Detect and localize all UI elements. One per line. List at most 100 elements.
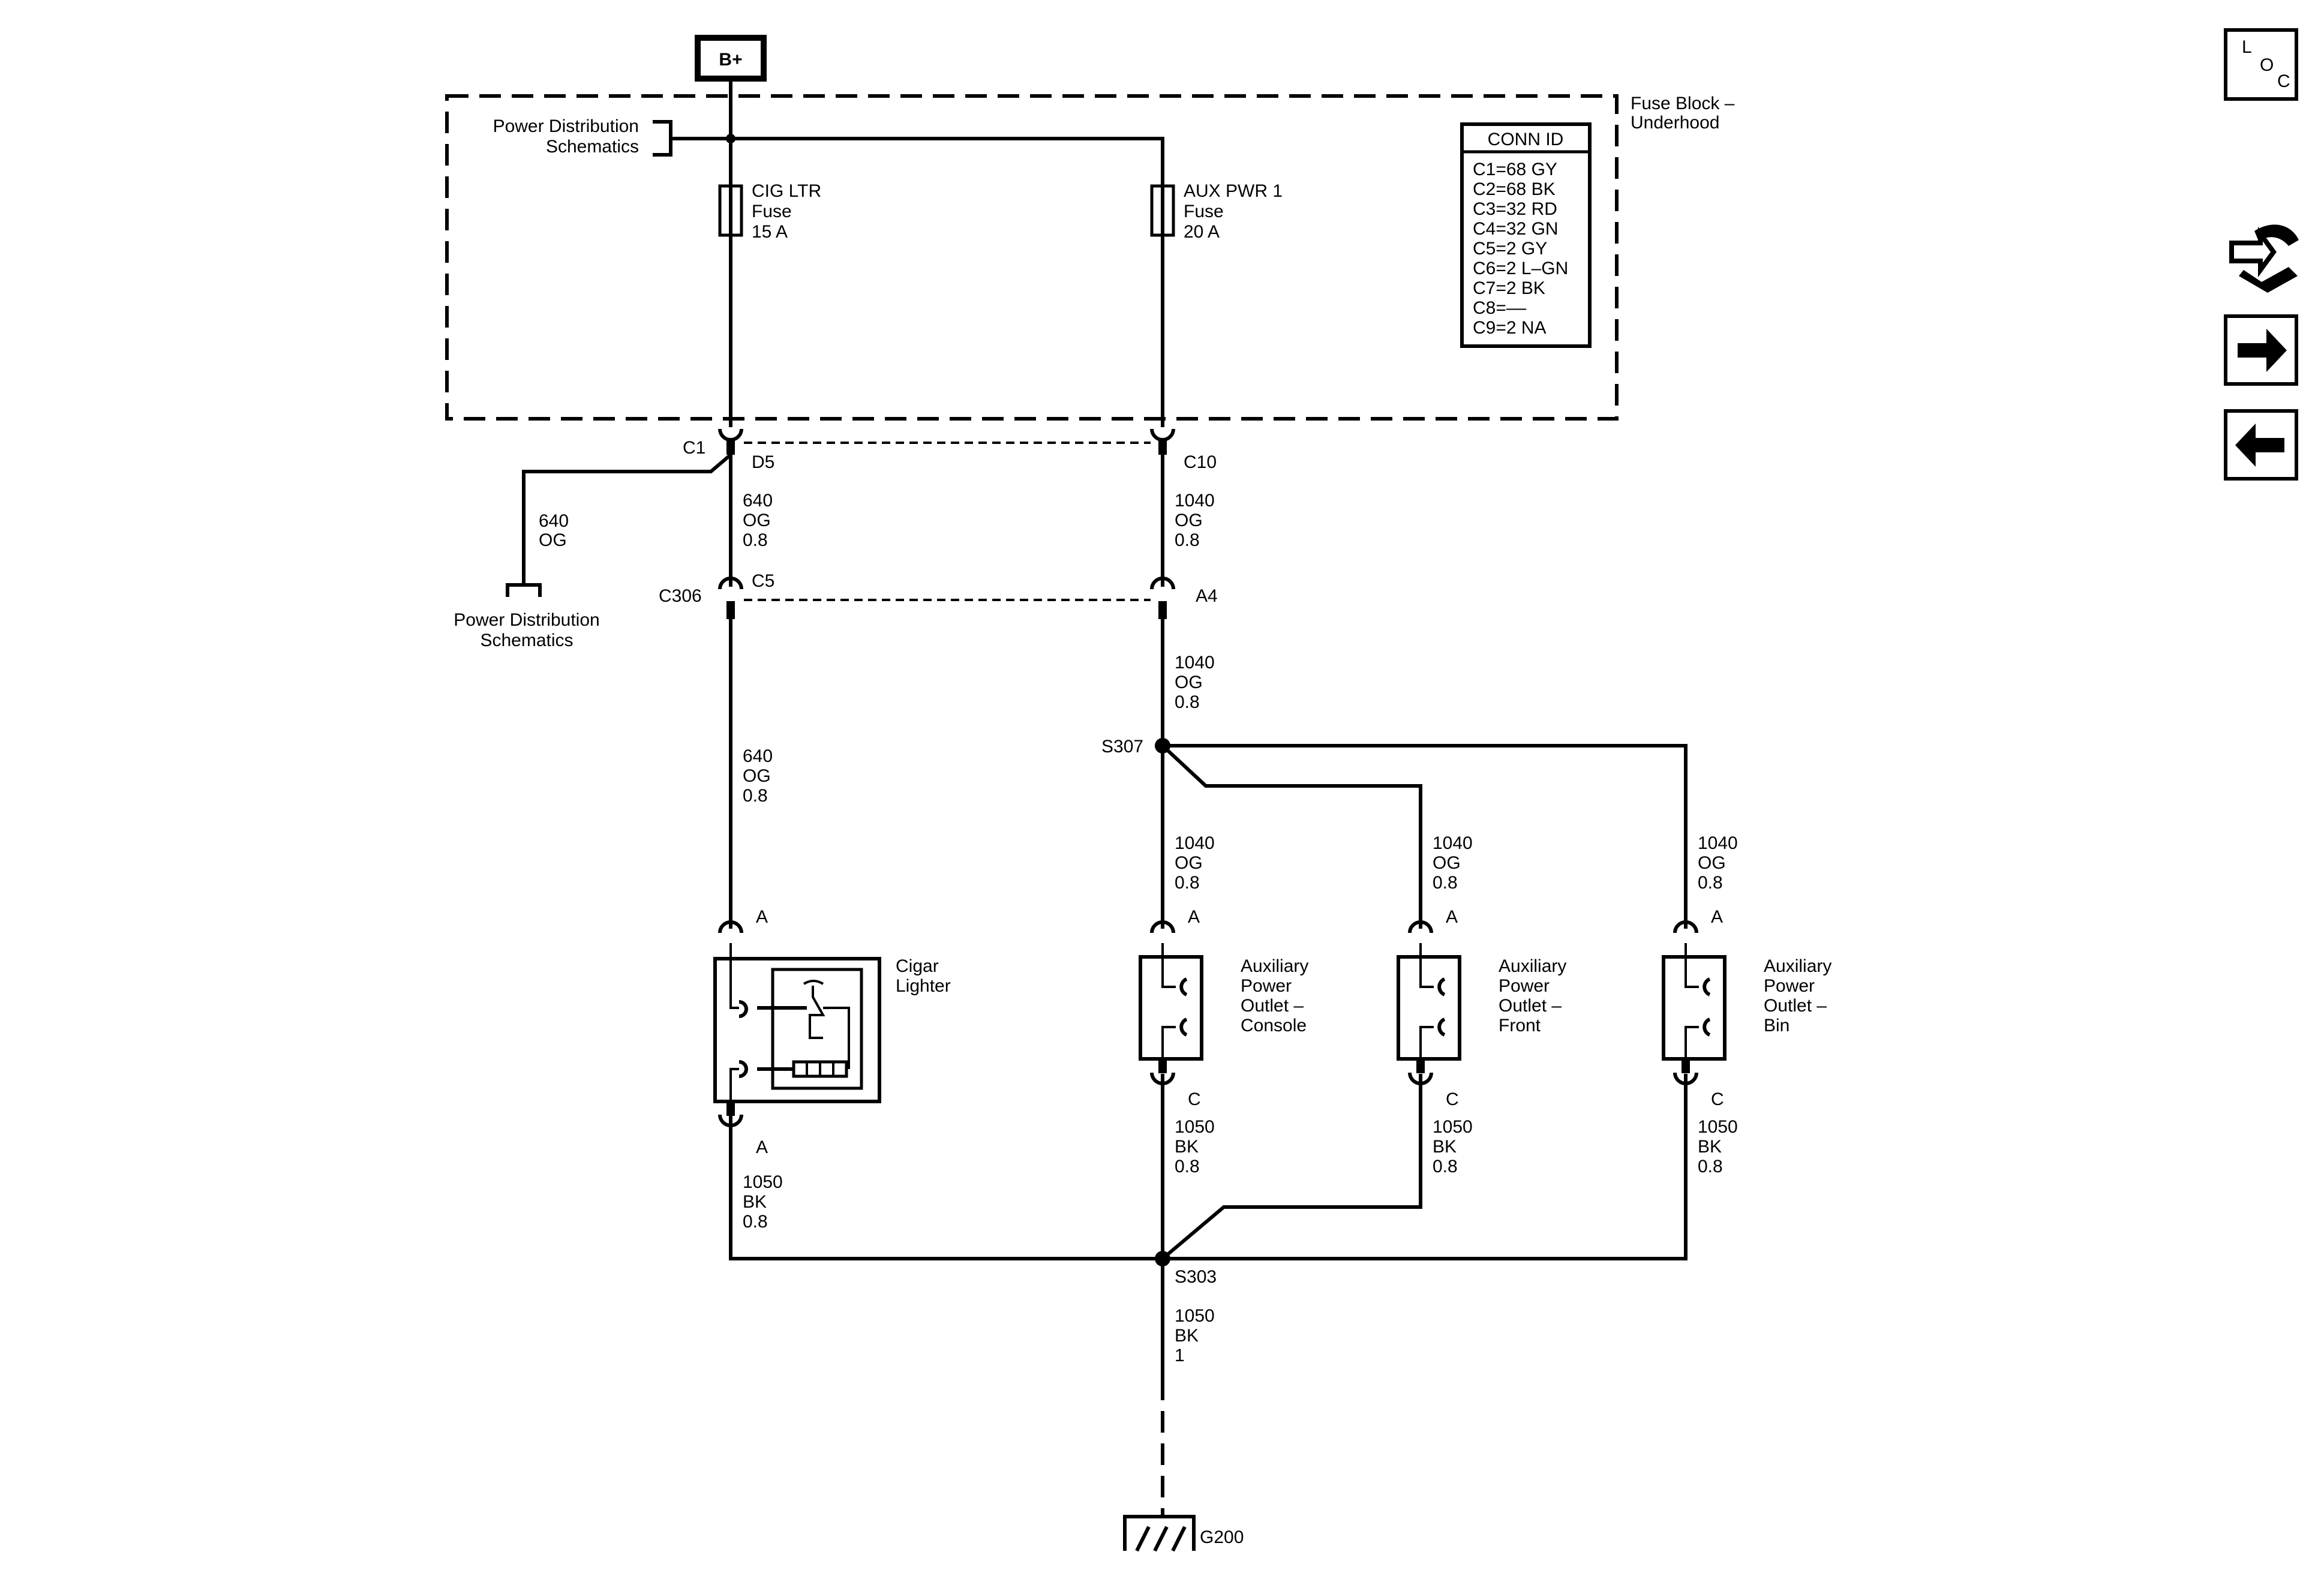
arrow-right-icon	[2238, 329, 2287, 372]
pin-label: A	[1446, 907, 1458, 927]
conn-id-row: C5=2 GY	[1473, 239, 1547, 259]
fuse-block-label-2: Underhood	[1631, 113, 1719, 133]
wire-front-ground	[1161, 1074, 1422, 1260]
wire-label: 1040	[1175, 491, 1215, 511]
ground-g200-icon	[1123, 1515, 1196, 1552]
battery-terminal: B+	[695, 35, 767, 82]
wire-label: 1050	[1175, 1117, 1215, 1137]
aux-outlet-bin: Auxiliary Power Outlet – Bin A C	[1662, 907, 1831, 1109]
arrow-left-icon	[2235, 424, 2284, 467]
device-label: Outlet –	[1499, 996, 1562, 1016]
pin-label: C	[1446, 1089, 1459, 1109]
wire-label: 0.8	[1698, 1157, 1723, 1176]
harness-connector-icon[interactable]	[2229, 224, 2299, 293]
device-label: Power	[1241, 976, 1292, 996]
aux-fuse-name: AUX PWR 1	[1184, 181, 1283, 201]
connector-c1-label: C1	[683, 438, 705, 458]
wire-label: OG	[1433, 853, 1461, 873]
fuse-block-boundary	[445, 94, 1619, 421]
conn-id-row: C1=68 GY	[1473, 160, 1557, 179]
conn-id-row: C3=32 RD	[1473, 199, 1557, 219]
pin-label: A	[1711, 907, 1723, 927]
aux-pwr-fuse: AUX PWR 1 Fuse 20 A	[1150, 181, 1283, 242]
connector-a4-label: A4	[1196, 586, 1218, 606]
conn-id-row: C8=––	[1473, 298, 1527, 318]
conn-id-row: C4=32 GN	[1473, 219, 1559, 239]
conn-id-table: CONN ID C1=68 GY C2=68 BK C3=32 RD C4=32…	[1460, 122, 1592, 348]
device-label: Auxiliary	[1241, 956, 1308, 976]
wire-label: OG	[1698, 853, 1726, 873]
device-label: Auxiliary	[1764, 956, 1831, 976]
wire-label: 0.8	[743, 1212, 768, 1232]
aux-feed-wire	[731, 137, 1164, 191]
power-dist-terminal-left	[506, 583, 542, 597]
device-label: Lighter	[896, 976, 951, 996]
wire-label: 1050	[743, 1172, 783, 1192]
aux-outlet-console: Auxiliary Power Outlet – Console A C	[1139, 907, 1308, 1109]
conn-id-row: C9=2 NA	[1473, 318, 1547, 338]
wire-label: BK	[743, 1192, 767, 1212]
cigar-lighter: Cigar Lighter A A	[713, 907, 951, 1157]
wire-label: 0.8	[743, 530, 768, 550]
device-label: Outlet –	[1764, 996, 1827, 1016]
aux-fuse-rating: 20 A	[1184, 222, 1220, 242]
cig-fuse-rating: 15 A	[752, 222, 788, 242]
conn-id-row: C7=2 BK	[1473, 278, 1545, 298]
device-label: Bin	[1764, 1016, 1789, 1035]
wire-label: OG	[1175, 673, 1203, 692]
wire-label: 1050	[1698, 1117, 1738, 1137]
device-label: Power	[1764, 976, 1815, 996]
aux-outlet-front: Auxiliary Power Outlet – Front A C	[1397, 907, 1566, 1109]
loc-letter: C	[2277, 71, 2290, 91]
wire-label: OG	[743, 766, 771, 786]
conn-id-row: C6=2 L–GN	[1473, 259, 1568, 278]
connector-c1-row: C1 D5 C10	[683, 428, 1217, 472]
wire-label: 1040	[1175, 653, 1215, 673]
wire-label: OG	[743, 511, 771, 530]
wire-to-bin	[1163, 744, 1688, 929]
connector-c306-row: C306 C5 A4	[659, 571, 1218, 619]
conn-id-title: CONN ID	[1488, 130, 1564, 149]
wire-label: 1050	[1175, 1306, 1215, 1326]
wire-label: BK	[1175, 1326, 1199, 1346]
battery-label: B+	[719, 50, 742, 70]
location-button[interactable]: L O C	[2224, 28, 2298, 101]
loc-letter: O	[2260, 55, 2274, 75]
wire-label: 1040	[1175, 833, 1215, 853]
device-label: Front	[1499, 1016, 1541, 1035]
wire-label: 1050	[1433, 1117, 1473, 1137]
wire-label: OG	[539, 530, 567, 550]
wire-label: 1040	[1698, 833, 1738, 853]
loc-letter: L	[2242, 37, 2252, 57]
power-dist-left-label-2: Schematics	[480, 631, 573, 650]
connector-c306-label: C306	[659, 586, 702, 606]
back-arrow-button[interactable]	[2224, 409, 2298, 481]
connector-c5-label: C5	[752, 571, 774, 591]
splice-s303-label: S303	[1175, 1267, 1217, 1287]
wire-label: 640	[743, 746, 773, 766]
wire-label: 640	[743, 491, 773, 511]
device-label: Console	[1241, 1016, 1307, 1035]
forward-arrow-button[interactable]	[2224, 314, 2298, 386]
device-label: Cigar	[896, 956, 939, 976]
wire-640-branch	[522, 453, 732, 585]
wire-label: OG	[1175, 853, 1203, 873]
device-label: Outlet –	[1241, 996, 1304, 1016]
cig-fuse-type: Fuse	[752, 202, 792, 221]
pin-label: A	[756, 907, 768, 927]
wire-label: 0.8	[743, 786, 768, 806]
wire-label: 1	[1175, 1346, 1185, 1365]
aux-fuse-type: Fuse	[1184, 202, 1224, 221]
connector-d5-label: D5	[752, 452, 774, 472]
wire-label: 0.8	[1433, 1157, 1458, 1176]
pin-label: C	[1188, 1089, 1201, 1109]
pin-label: A	[1188, 907, 1200, 927]
splice-s307-label: S307	[1101, 737, 1143, 757]
wire-label: 0.8	[1698, 873, 1723, 893]
cig-fuse-name: CIG LTR	[752, 181, 821, 201]
pin-label: A	[756, 1137, 768, 1157]
cig-ltr-fuse: CIG LTR Fuse 15 A	[718, 181, 821, 242]
wire-label: BK	[1433, 1137, 1457, 1157]
wire-label: OG	[1175, 511, 1203, 530]
connector-c10-label: C10	[1184, 452, 1217, 472]
